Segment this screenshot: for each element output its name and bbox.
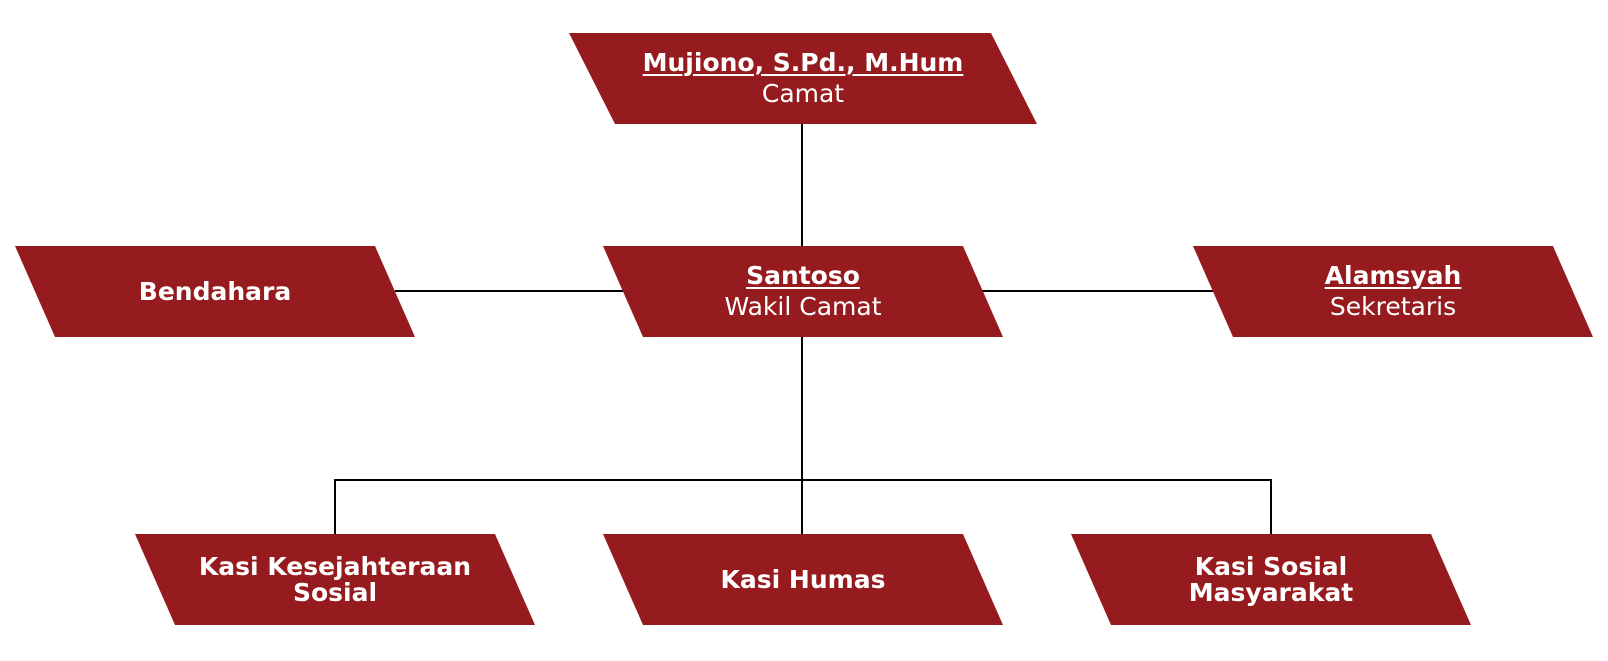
connector-bus-to-kasi-kesejahteraan [334,479,336,534]
parallelogram-shape [1071,534,1471,625]
kasi-sosial-label: Kasi Sosial Masyarakat [1188,551,1354,607]
node-kasi-humas: Kasi Humas [603,534,1003,625]
wakil-camat-title: Wakil Camat [724,291,882,321]
camat-name: Mujiono, S.Pd., M.Hum [642,47,964,77]
connector-wakil-down [801,337,803,534]
kasi-humas-label: Kasi Humas [720,564,886,594]
node-kasi-kesejahteraan-sosial: Kasi Kesejahteraan Sosial [135,534,535,625]
parallelogram-shape [569,33,1037,124]
parallelogram-shape [603,246,1003,337]
parallelogram-shape [135,534,535,625]
sekretaris-name: Alamsyah [1324,260,1462,290]
connector-camat-to-wakil [801,124,803,247]
kasi-kesejahteraan-label: Kasi Kesejahteraan Sosial [198,551,472,607]
sekretaris-title: Sekretaris [1329,291,1457,321]
parallelogram-shape [15,246,415,337]
node-camat: Mujiono, S.Pd., M.Hum Camat [569,33,1037,124]
connector-bus-to-kasi-sosial [1270,479,1272,534]
connector-wakil-to-sekretaris [980,290,1213,292]
node-wakil-camat: Santoso Wakil Camat [603,246,1003,337]
parallelogram-shape [603,534,1003,625]
connector-horizontal-bus [334,479,1272,481]
node-bendahara: Bendahara [15,246,415,337]
node-sekretaris: Alamsyah Sekretaris [1193,246,1593,337]
parallelogram-shape [1193,246,1593,337]
wakil-camat-name: Santoso [746,260,860,290]
node-kasi-sosial-masyarakat: Kasi Sosial Masyarakat [1071,534,1471,625]
bendahara-label: Bendahara [138,276,292,306]
camat-title: Camat [761,78,845,108]
connector-bendahara-to-wakil [395,290,625,292]
